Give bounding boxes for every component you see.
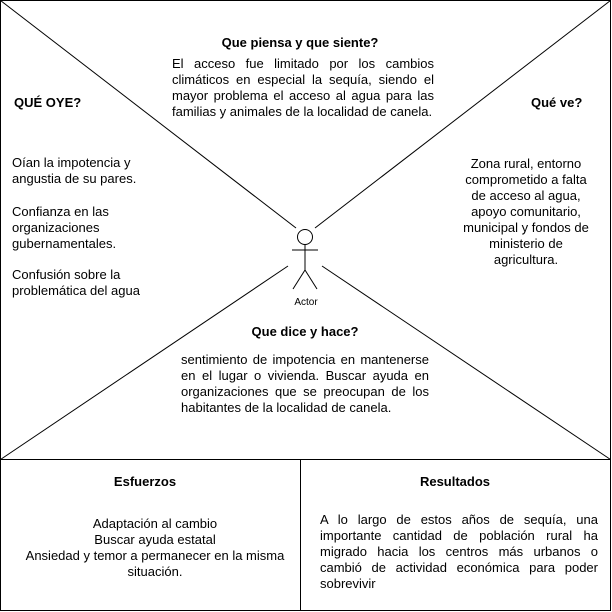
diagonal-bottom-left — [0, 265, 289, 460]
sees-title: Qué ve? — [531, 95, 583, 110]
thinks-text: El acceso fue limitado por los cambios c… — [172, 56, 434, 119]
results-text: A lo largo de estos años de sequía, una … — [320, 512, 598, 591]
efforts-item-2: Buscar ayuda estatal — [94, 532, 216, 547]
sees-text: Zona rural, entorno comprometido a falta… — [463, 156, 589, 267]
diagonal-bottom-right — [321, 265, 611, 460]
says-text: sentimiento de impotencia en mantenerse … — [181, 352, 429, 415]
efforts-item-1: Adaptación al cambio — [92, 516, 218, 531]
bottom-frame — [0, 459, 611, 611]
says-title: Que dice y hace? — [251, 324, 359, 339]
efforts-title: Esfuerzos — [113, 474, 177, 489]
diagonal-top-left — [0, 0, 297, 229]
thinks-title: Que piensa y que siente? — [221, 35, 379, 50]
hears-item-3: Confusión sobre la problemática del agua — [12, 267, 140, 298]
actor-label: Actor — [294, 297, 318, 308]
hears-title: QUÉ OYE? — [14, 95, 82, 110]
efforts-item-3: Ansiedad y temor a permanecer en la mism… — [25, 548, 285, 579]
hears-item-1: Oían la impotencia y angustia de su pare… — [12, 155, 137, 186]
hears-item-2: Confianza en las organizaciones gubernam… — [12, 204, 117, 251]
results-title: Resultados — [419, 474, 491, 489]
diagonal-top-right — [314, 0, 611, 229]
actor-figure — [292, 229, 318, 290]
